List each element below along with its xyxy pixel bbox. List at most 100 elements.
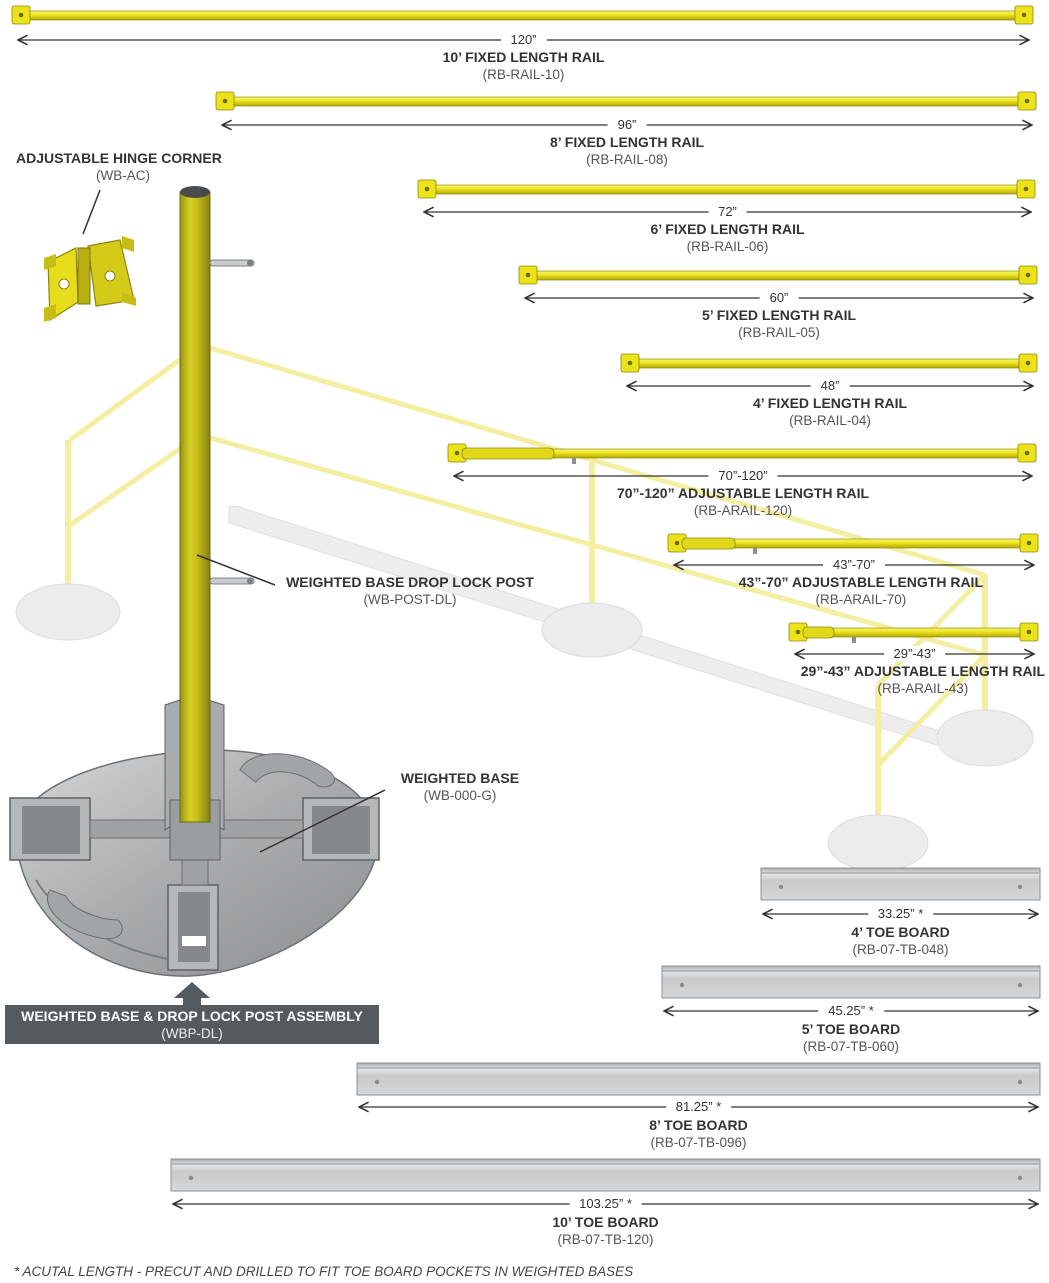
rail-end-hole	[674, 540, 680, 546]
assembly-code: (WBP-DL)	[161, 1026, 223, 1041]
toe-board-label: 10’ TOE BOARD (RB-07-TB-120)	[552, 1214, 658, 1248]
rail-end-hole	[1021, 12, 1027, 18]
assembly-label: WEIGHTED BASE & DROP LOCK POST ASSEMBLY …	[5, 1005, 379, 1044]
rail-tube	[431, 184, 1022, 195]
rail-dimension-label: 70”-120”	[708, 468, 778, 483]
rail-dimension-label: 60”	[759, 290, 799, 305]
toe-board-code: (RB-07-TB-048)	[852, 942, 949, 957]
hinge-label: ADJUSTABLE HINGE CORNER (WB-AC)	[16, 150, 222, 184]
toe-board-label: 5’ TOE BOARD (RB-07-TB-060)	[802, 1021, 901, 1055]
rail-tube	[532, 270, 1024, 281]
rail-end-hole	[1026, 540, 1032, 546]
toe-boards-group	[170, 867, 1041, 1204]
assembly-name: WEIGHTED BASE & DROP LOCK POST ASSEMBLY	[21, 1008, 363, 1024]
toe-board-dimension-label: 45.25” *	[818, 1003, 884, 1018]
toe-board-name: 4’ TOE BOARD	[851, 924, 950, 940]
toe-board-2	[661, 965, 1041, 1011]
toe-board-label: 4’ TOE BOARD (RB-07-TB-048)	[851, 924, 950, 958]
post-label: WEIGHTED BASE DROP LOCK POST (WB-POST-DL…	[270, 574, 550, 608]
toe-board-name: 8’ TOE BOARD	[649, 1117, 748, 1133]
rail-code: (RB-RAIL-10)	[482, 67, 565, 82]
rails-group	[11, 5, 1039, 654]
rail-end-hole	[1025, 360, 1031, 366]
toe-board-dimension-label: 33.25” *	[867, 906, 934, 921]
rail-tube	[634, 358, 1024, 369]
rail-label: 8’ FIXED LENGTH RAIL (RB-RAIL-08)	[550, 134, 704, 168]
rail-label: 29”-43” ADJUSTABLE LENGTH RAIL (RB-ARAIL-…	[801, 663, 1045, 697]
rail-label: 43”-70” ADJUSTABLE LENGTH RAIL (RB-ARAIL-…	[739, 574, 983, 608]
rail-dimension-label: 96”	[607, 117, 647, 132]
hinge-name: ADJUSTABLE HINGE CORNER	[16, 150, 222, 166]
assembly-pointer-arrow	[174, 982, 210, 1006]
rail-code: (RB-ARAIL-120)	[693, 503, 793, 518]
rail-tube	[25, 10, 1020, 21]
rail-tube	[802, 627, 1025, 638]
rail-sleeve	[802, 626, 835, 639]
rail-name: 8’ FIXED LENGTH RAIL	[549, 134, 705, 150]
rail-end-hole	[1024, 450, 1030, 456]
rail-6	[447, 443, 1037, 476]
rail-code: (RB-RAIL-04)	[789, 413, 871, 428]
toe-board-label: 8’ TOE BOARD (RB-07-TB-096)	[649, 1117, 748, 1151]
toe-board-code: (RB-07-TB-060)	[802, 1039, 900, 1054]
toe-board-code: (RB-07-TB-096)	[650, 1135, 747, 1150]
rail-code: (RB-ARAIL-70)	[815, 592, 907, 607]
rail-label: 5’ FIXED LENGTH RAIL(RB-RAIL-05)	[702, 307, 856, 341]
rail-label: 70”-120” ADJUSTABLE LENGTH RAIL (RB-ARAIL…	[617, 485, 869, 519]
drop-lock-post-illustration	[179, 186, 276, 823]
toe-board-hole	[1017, 982, 1023, 988]
toe-board-hole	[1017, 1079, 1023, 1085]
rail-name: 4’ FIXED LENGTH RAIL	[752, 395, 908, 411]
toe-board-hole	[1017, 1175, 1023, 1181]
rail-label: 4’ FIXED LENGTH RAIL (RB-RAIL-04)	[753, 395, 907, 429]
rail-end-hole	[424, 186, 430, 192]
rail-sleeve	[461, 447, 555, 460]
toe-board-hole	[1017, 884, 1023, 890]
rail-end-hole	[525, 272, 531, 278]
toe-board-name: 10’ TOE BOARD	[552, 1214, 659, 1230]
toe-board-name: 5’ TOE BOARD	[801, 1021, 901, 1037]
hinge-corner-illustration	[44, 189, 136, 322]
rail-name: 29”-43” ADJUSTABLE LENGTH RAIL	[800, 663, 1045, 679]
rail-dimension-label: 120”	[500, 32, 547, 47]
rail-3	[417, 179, 1036, 212]
toe-board-code: (RB-07-TB-120)	[557, 1232, 654, 1247]
toe-board-hole	[374, 1079, 380, 1085]
post-name: WEIGHTED BASE DROP LOCK POST	[286, 574, 534, 590]
rail-5	[620, 353, 1038, 386]
rail-code: (RB-RAIL-06)	[686, 239, 769, 254]
post-code: (WB-POST-DL)	[363, 592, 457, 607]
base-code: (WB-000-G)	[423, 788, 497, 803]
rail-end-hole	[795, 629, 801, 635]
rail-dimension-label: 29”-43”	[883, 646, 946, 661]
rail-end-hole	[222, 98, 228, 104]
footnote: * ACUTAL LENGTH - PRECUT AND DRILLED TO …	[14, 1264, 634, 1279]
rail-lock-pin	[753, 548, 757, 554]
rail-sleeve	[681, 537, 736, 550]
toe-board-hole	[778, 884, 784, 890]
rail-name: 6’ FIXED LENGTH RAIL	[650, 221, 805, 237]
rail-lock-pin	[572, 458, 576, 464]
rail-end-hole	[1025, 272, 1031, 278]
rail-end-hole	[1026, 629, 1032, 635]
rail-dimension-label: 43”-70”	[823, 557, 885, 572]
rail-tube	[229, 96, 1023, 107]
rail-name: 43”-70” ADJUSTABLE LENGTH RAIL	[738, 574, 983, 590]
toe-board-hole	[188, 1175, 194, 1181]
rail-8	[788, 622, 1039, 654]
rail-code: (RB-RAIL-08)	[586, 152, 668, 167]
rail-dimension-label: 48”	[810, 378, 850, 393]
rail-code: (RB-ARAIL-43)	[877, 681, 969, 696]
toe-board-dimension-label: 103.25” *	[569, 1196, 642, 1211]
rail-code: (RB-RAIL-05)	[738, 325, 820, 340]
weighted-base-illustration	[9, 699, 386, 977]
base-label: WEIGHTED BASE (WB-000-G)	[380, 770, 540, 804]
rail-label: 10’ FIXED LENGTH RAIL (RB-RAIL-10)	[443, 49, 605, 83]
rail-dimension-label: 72”	[708, 204, 747, 219]
toe-board-hole	[679, 982, 685, 988]
rail-name: 10’ FIXED LENGTH RAIL	[442, 49, 605, 65]
toe-board-1	[760, 867, 1041, 914]
rail-1	[11, 5, 1034, 40]
rail-name: 70”-120” ADJUSTABLE LENGTH RAIL	[616, 485, 870, 501]
